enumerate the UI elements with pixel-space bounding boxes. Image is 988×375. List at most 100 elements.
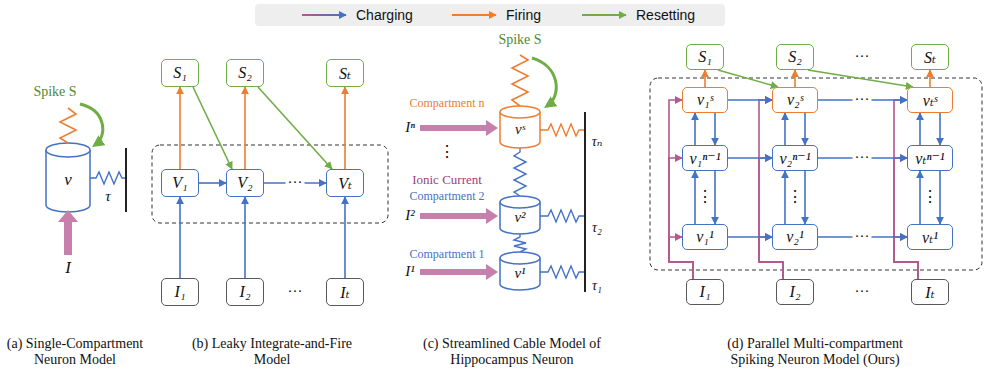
input-box: I₂ [226, 278, 264, 306]
legend-label: Resetting [636, 7, 695, 23]
node-label: vₜⁿ⁻¹ [915, 149, 944, 168]
charging-connector [714, 171, 716, 224]
resetting-connector [718, 70, 778, 87]
annotation: Spike S [33, 84, 76, 100]
charging-connector [919, 113, 921, 145]
charging-connector [728, 157, 772, 159]
annotation: vˢ [515, 121, 525, 138]
legend-label: Firing [506, 7, 541, 23]
legend-label: Charging [356, 7, 413, 23]
annotation: ⋮ [922, 188, 938, 206]
input-box: Iₜ [326, 278, 364, 306]
subfigure-caption: (b) Leaky Integrate-and-Fire Model [180, 336, 365, 368]
node-label: v₁ˢ [697, 91, 713, 109]
subfigure-caption: (c) Streamlined Cable Model of Hippocamp… [412, 336, 612, 368]
annotation: τ₂ [592, 220, 602, 236]
input-box: Iₜ [911, 279, 949, 305]
firing-connector [179, 87, 181, 169]
annotation: v¹ [514, 265, 525, 282]
annotation: ⋮ [787, 188, 803, 206]
spike-box: Sₜ [326, 59, 364, 87]
annotation: τ [105, 188, 110, 205]
node-label: V₂ [237, 174, 252, 192]
input-box: I₁ [686, 279, 724, 305]
node-label: vₜ¹ [922, 228, 938, 247]
charging-connector [939, 171, 941, 224]
node-label: I₁ [700, 283, 711, 301]
node-label: v₂ˢ [787, 91, 803, 109]
firing-connector [929, 70, 931, 87]
single-compartment-neuron [46, 104, 126, 255]
resetting-connector [258, 87, 332, 169]
charging-connector [804, 113, 806, 145]
annotation: τ₁ [592, 278, 602, 294]
annotation: Ionic Current [412, 173, 482, 188]
annotation: ··· [286, 283, 305, 300]
node-label: vₜˢ [923, 91, 937, 110]
dendrite-compartment-box: v₁ⁿ⁻¹ [682, 145, 728, 171]
dendrite-compartment-box: v₂ⁿ⁻¹ [772, 145, 818, 171]
annotation: Compartment 1 [410, 248, 485, 262]
soma-compartment-box: v₁ˢ [682, 87, 728, 113]
spike-box: S₁ [161, 59, 199, 87]
charging-connector [894, 158, 918, 279]
charging-connector [784, 171, 786, 224]
charging-connector [759, 158, 783, 279]
annotation: Spike S [498, 32, 541, 48]
annotation: I² [405, 207, 415, 224]
charging-connector [919, 171, 921, 224]
charging-connector [714, 113, 716, 145]
node-label: S₂ [788, 48, 802, 66]
annotation: ··· [853, 48, 872, 65]
annotation: I¹ [405, 263, 415, 280]
annotation: Compartment 2 [410, 190, 485, 204]
charging-connector [179, 197, 181, 278]
annotation: τₙ [592, 134, 603, 150]
node-label: I₂ [790, 283, 801, 301]
annotation: ⋮ [439, 143, 455, 161]
annotation: ··· [853, 149, 872, 166]
soma-compartment-box: v₂ˢ [772, 87, 818, 113]
node-label: S₂ [238, 64, 252, 82]
soma-compartment-box: vₜˢ [907, 87, 953, 113]
annotation: ··· [853, 283, 872, 300]
firing-connector [794, 70, 796, 87]
spike-box: S₂ [776, 44, 814, 70]
charging-connector [939, 113, 941, 145]
annotation: v [64, 170, 72, 190]
node-label: v₁ⁿ⁻¹ [690, 149, 721, 168]
annotation: ··· [853, 228, 872, 245]
node-label: I₂ [240, 283, 251, 301]
annotation: ⋮ [697, 188, 713, 206]
charging-connector [199, 182, 226, 184]
spike-box: S₂ [226, 59, 264, 87]
dendrite-compartment-box: vₜⁿ⁻¹ [907, 145, 953, 171]
membrane-box: Vₜ [326, 169, 364, 197]
legend-swatch [300, 9, 350, 21]
node-label: S₁ [698, 48, 712, 66]
input-box: I₁ [161, 278, 199, 306]
node-label: Iₜ [925, 283, 934, 302]
charging-connector [728, 236, 772, 238]
node-label: Sₜ [339, 64, 351, 83]
charging-connector [244, 197, 246, 278]
dashed-region [650, 78, 982, 270]
legend-item: Charging [300, 7, 413, 23]
charging-connector [694, 171, 696, 224]
charging-connector [894, 100, 918, 279]
node-label: Vₜ [338, 174, 352, 193]
subfigure-caption: (d) Parallel Multi-compartment Spiking N… [715, 336, 915, 368]
node-label: V₁ [172, 174, 187, 192]
subfigure-caption: (a) Single-Compartment Neuron Model [0, 336, 150, 368]
charging-connector [804, 171, 806, 224]
node-label: v₂ⁿ⁻¹ [780, 149, 811, 168]
legend-item: Resetting [580, 7, 695, 23]
firing-connector [704, 70, 706, 87]
membrane-box: V₁ [161, 169, 199, 197]
charging-connector [344, 197, 346, 278]
annotation: Iⁿ [405, 119, 415, 136]
dashed-region [152, 145, 388, 223]
node-label: v₂¹ [786, 228, 803, 246]
charging-connector [669, 100, 693, 279]
node-label: v₁¹ [696, 228, 713, 246]
